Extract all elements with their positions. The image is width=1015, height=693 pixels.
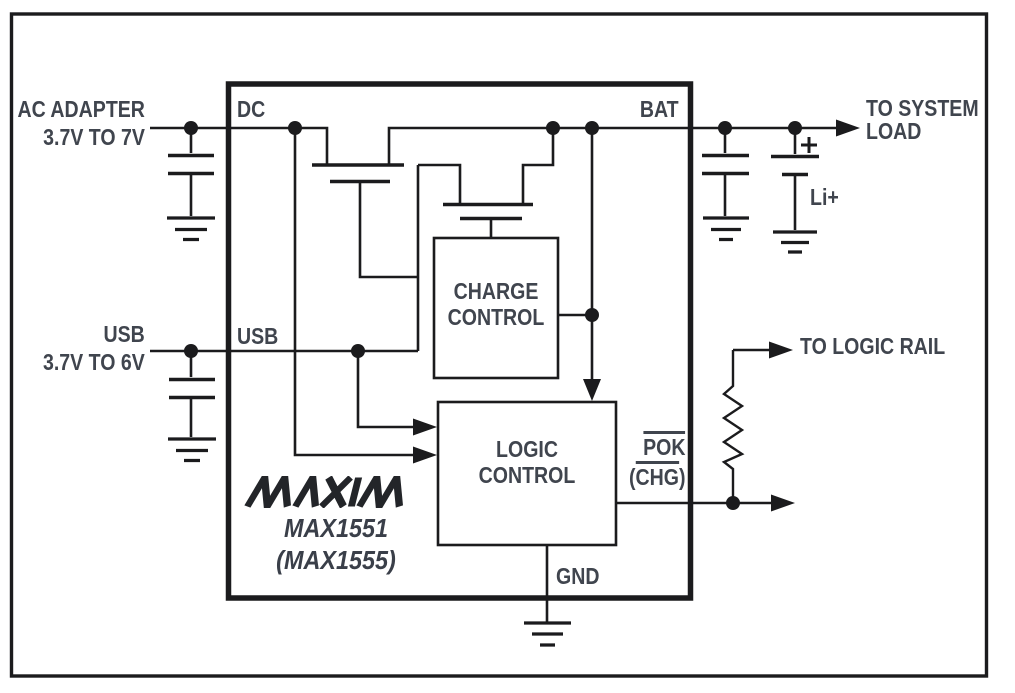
junction-dot (288, 121, 302, 135)
pin-label-gnd: GND (556, 563, 600, 589)
part-number: MAX1551 (283, 513, 389, 543)
charge-control-box (432, 236, 560, 380)
wire-t1-gate (358, 183, 418, 279)
junction-dot (585, 308, 599, 322)
wire-bat-rail (387, 126, 836, 166)
junction-dot (718, 121, 732, 135)
junction-dot (726, 496, 740, 510)
ic-outline (225, 81, 694, 601)
junction-dot (184, 344, 198, 358)
usb-input-label: USB 3.7V TO 6V (43, 320, 145, 376)
battery-icon (771, 128, 819, 254)
ac-adapter-name: AC ADAPTER (17, 96, 145, 122)
usb-input-range: 3.7V TO 6V (43, 349, 145, 375)
junction-dot (788, 121, 802, 135)
pin-label-usb: USB (237, 323, 279, 349)
pmos-dc-icon (312, 163, 404, 184)
arrowhead-bat-sense (583, 379, 601, 401)
charge-control-label: CHARGE CONTROL (447, 278, 545, 330)
logic-control-label: LOGIC CONTROL (478, 436, 576, 488)
ac-adapter-range: 3.7V TO 7V (43, 124, 145, 150)
junction-dot (546, 121, 560, 135)
pmos-usb-icon (443, 202, 533, 221)
arrowhead-pok (771, 494, 795, 512)
logic-rail-label: TO LOGIC RAIL (800, 333, 946, 359)
bat-capacitor-icon (702, 128, 749, 242)
gnd-ground-icon (524, 621, 571, 647)
logic-control-box (436, 400, 618, 547)
usb-capacitor-icon (168, 351, 216, 463)
pin-label-bat: BAT (640, 96, 679, 122)
junction-dot (585, 121, 599, 135)
wire-t2-source (418, 163, 462, 205)
ac-capacitor-icon (167, 128, 215, 242)
maxim-logo-icon (244, 476, 403, 508)
junction-dot (351, 344, 365, 358)
pok-overline-text: POK (642, 431, 685, 459)
wire-t2-drain (521, 128, 555, 205)
ac-adapter-label: AC ADAPTER 3.7V TO 7V (18, 95, 145, 151)
arrowhead-usb-sense (413, 418, 437, 436)
arrowhead-dc-sense (413, 446, 437, 464)
chg-paren-open: ( (628, 464, 636, 490)
part-number-label: MAX1551 (MAX1555) (246, 512, 426, 576)
chg-overline-text: CHG (635, 461, 679, 489)
wire-usb-sense (356, 351, 420, 429)
wire-dc-input (150, 126, 329, 166)
arrowhead-system-load (836, 119, 860, 137)
system-load-label: TO SYSTEM LOAD (866, 95, 979, 144)
plus-icon (801, 137, 817, 153)
pin-label-dc: DC (237, 96, 266, 122)
ground-icon (703, 216, 749, 242)
resistor-icon (721, 350, 745, 503)
battery-type-label: Li+ (810, 184, 839, 210)
pin-label-pok-chg: POK (CHG) (629, 431, 685, 491)
ground-icon (773, 230, 817, 254)
chg-paren-close: ) (678, 464, 685, 490)
wire-dc-sense (293, 128, 420, 457)
junction-dot (184, 121, 198, 135)
figure-frame (9, 12, 989, 678)
usb-input-name: USB (103, 321, 145, 347)
ground-icon (167, 216, 215, 242)
ground-icon (168, 437, 216, 463)
arrowhead-logic-rail (769, 341, 793, 359)
junction-dots (184, 121, 802, 510)
part-number-alt: (MAX1555) (276, 545, 396, 575)
